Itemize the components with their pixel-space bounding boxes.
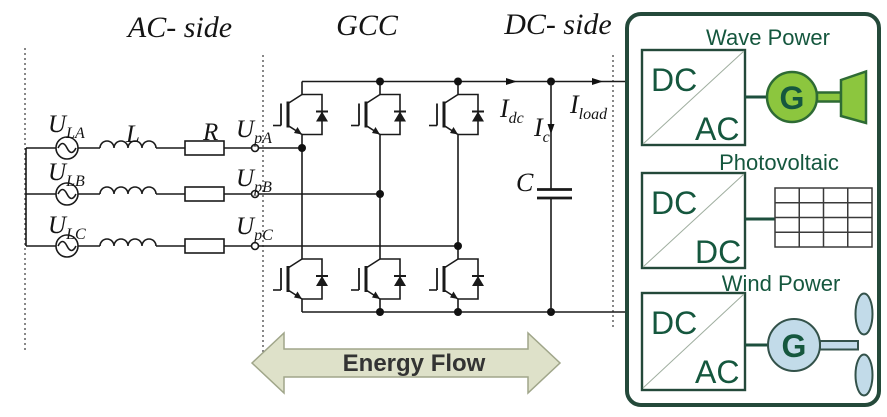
phase-a-line <box>78 140 302 156</box>
pv-conv-out-label: DC <box>695 234 741 270</box>
wave-conv-out-label: AC <box>695 111 739 147</box>
solar-panel-icon <box>774 187 873 248</box>
pcc-b-label: UpB <box>236 165 272 196</box>
inductor-b-icon <box>99 186 157 195</box>
dc-link-capacitor-icon <box>537 81 572 312</box>
idc-arrow-icon <box>506 78 517 85</box>
gcc-bridge <box>301 80 642 313</box>
converter-diagonal <box>642 50 745 145</box>
pcc-c-label: UpC <box>236 213 273 244</box>
capacitor-label: C <box>516 168 534 197</box>
source-b-label: ULB <box>48 159 85 190</box>
ac-side-title: AC- side <box>126 11 232 44</box>
wave-generator-label: G <box>780 80 805 116</box>
iload-arrow-icon <box>592 78 603 85</box>
idc-label: Idc <box>499 94 524 127</box>
resistor-b-icon <box>184 186 225 202</box>
ic-label: Ic <box>533 113 550 146</box>
wave-power-title: Wave Power <box>706 25 830 50</box>
wave-turbine-icon <box>839 69 868 125</box>
pv-conv-in-label: DC <box>651 185 697 221</box>
resistor-c-icon <box>184 238 225 254</box>
igbt-lower-b-icon <box>349 244 408 314</box>
igbt-lower-c-icon <box>427 244 486 314</box>
junction-dots <box>298 77 555 316</box>
inductor-c-icon <box>99 238 157 247</box>
photovoltaic-title: Photovoltaic <box>719 150 839 175</box>
iload-label: Iload <box>569 90 608 123</box>
pcc-a-label: UpA <box>236 116 272 147</box>
energy-flow-label: Energy Flow <box>343 350 486 377</box>
wave-conv-in-label: DC <box>651 62 697 98</box>
wave-shaft <box>815 91 843 103</box>
igbt-upper-b-icon <box>349 80 408 149</box>
inductor-a-icon <box>99 140 157 149</box>
igbt-upper-a-icon <box>271 80 330 149</box>
pcc-node-b <box>250 189 260 199</box>
wind-conv-in-label: DC <box>651 305 697 341</box>
propeller-icon <box>854 292 874 397</box>
wind-shaft <box>819 340 859 351</box>
converter-diagonal <box>642 173 745 268</box>
wind-conv-out-label: AC <box>695 354 739 390</box>
gcc-title: GCC <box>336 9 399 42</box>
converter-diagonal <box>642 293 745 389</box>
igbt-lower-a-icon <box>271 244 330 314</box>
source-c-label: ULC <box>48 212 86 243</box>
source-a-label: ULA <box>48 111 85 142</box>
igbt-upper-c-icon <box>427 80 486 149</box>
energy-flow-arrow <box>250 331 562 395</box>
wind-generator-label: G <box>782 328 807 364</box>
ic-arrow-icon <box>547 124 555 134</box>
pcc-node-c <box>250 241 260 251</box>
inductor-label: L <box>125 121 140 148</box>
pcc-node-a <box>250 143 260 153</box>
resistor-label: R <box>202 119 218 146</box>
dc-side-title: DC- side <box>503 8 612 41</box>
neutral-bus <box>25 147 56 247</box>
phase-c-line <box>78 238 458 254</box>
phase-b-line <box>78 186 380 202</box>
